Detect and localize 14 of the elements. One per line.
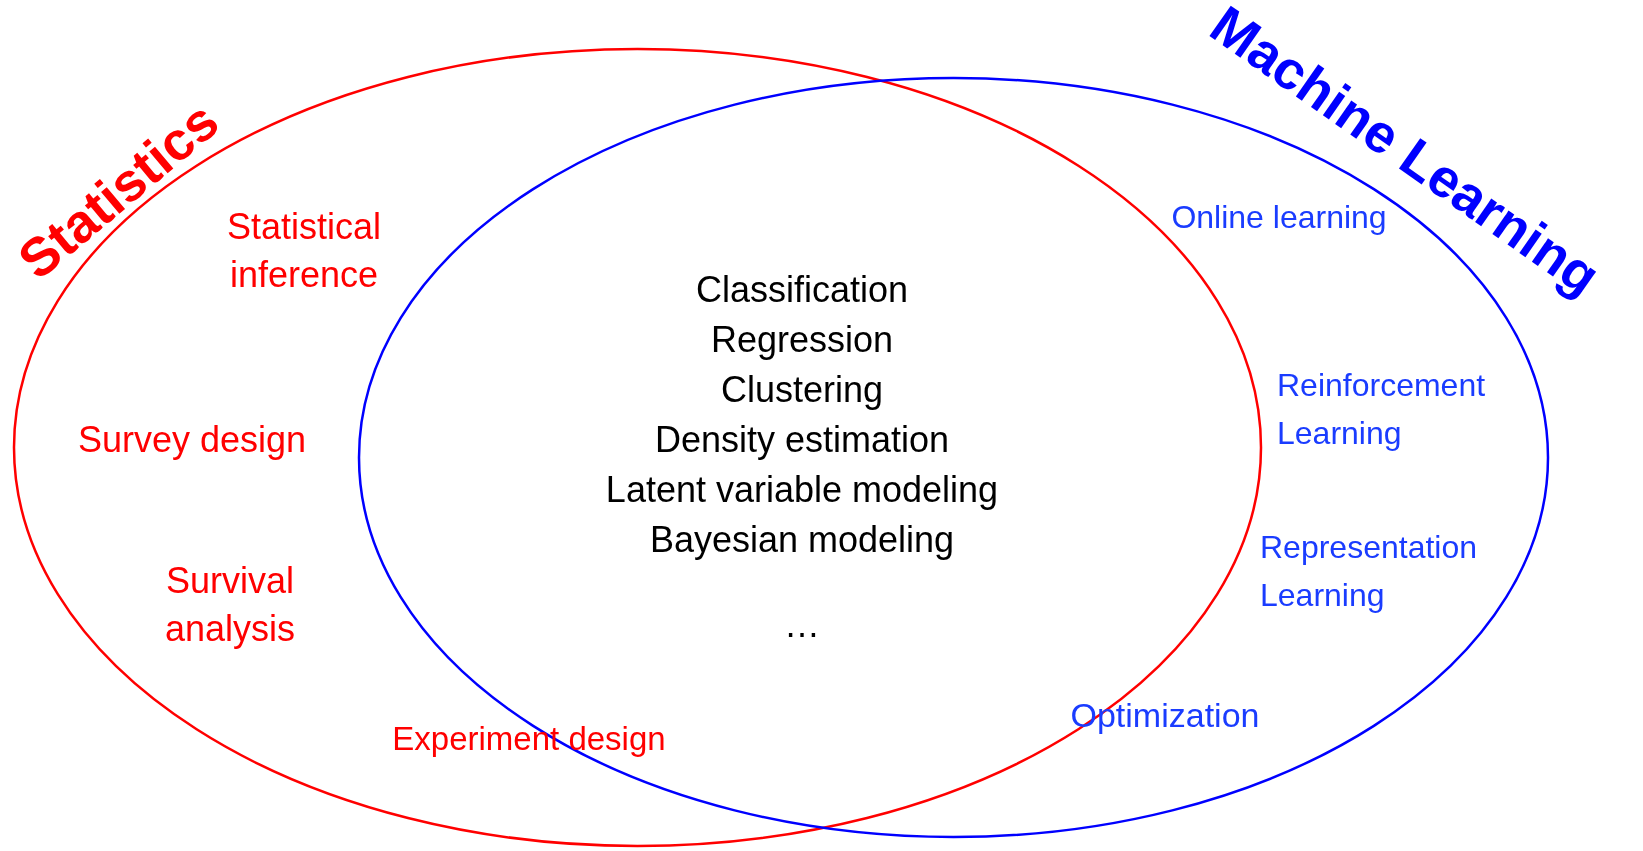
- topic-label: Representation Learning: [1260, 528, 1479, 615]
- topic-label: Survey design: [77, 418, 307, 462]
- topic-label: Survival analysis: [163, 559, 297, 651]
- topic-label: Experiment design: [392, 719, 666, 759]
- topic-label: Statistical inference: [225, 205, 383, 297]
- topic-label: Reinforcement Learning: [1277, 366, 1487, 453]
- topic-label: Density estimation: [654, 418, 950, 462]
- topic-label: Clustering: [720, 368, 884, 412]
- topic-label: Regression: [710, 318, 894, 362]
- topic-label: Bayesian modeling: [649, 518, 955, 562]
- topic-label: Latent variable modeling: [605, 468, 999, 512]
- topic-label: …: [784, 603, 820, 647]
- topic-label: Online learning: [1171, 198, 1387, 237]
- topic-label: Classification: [695, 268, 909, 312]
